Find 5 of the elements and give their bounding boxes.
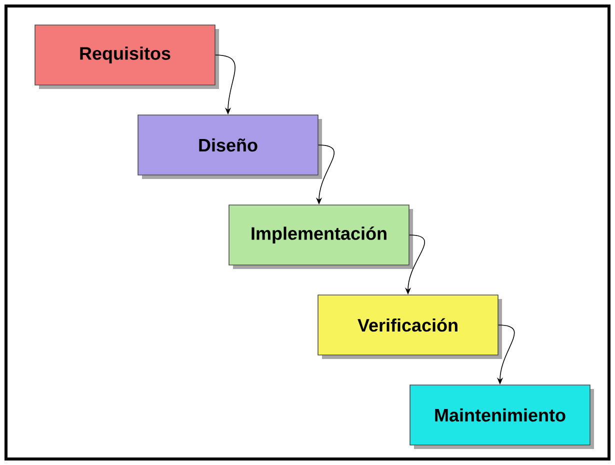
process-box: Maintenimiento bbox=[410, 384, 594, 449]
process-box: Diseño bbox=[138, 114, 322, 179]
process-box: Verificación bbox=[318, 294, 502, 359]
process-box: Implementación bbox=[228, 204, 413, 269]
process-box: Requisitos bbox=[34, 24, 219, 89]
